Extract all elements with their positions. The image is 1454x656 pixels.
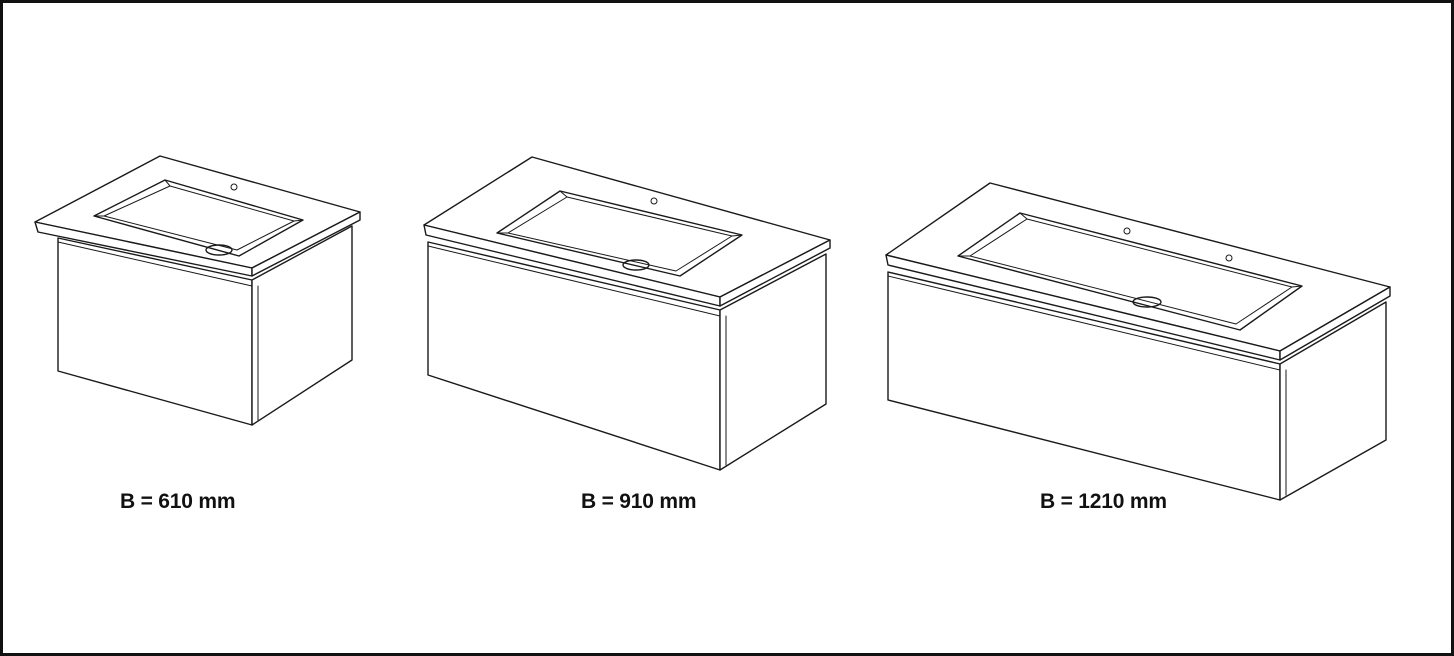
vanity-unit-610 xyxy=(34,155,361,426)
vanity-unit-910 xyxy=(423,156,831,471)
tap-hole-icon xyxy=(1225,254,1233,262)
width-label-910: B = 910 mm xyxy=(581,490,697,513)
drain-icon xyxy=(205,244,233,256)
countertop-side-edge xyxy=(719,239,831,307)
width-label-1210: B = 1210 mm xyxy=(1040,490,1167,513)
countertop-side-edge xyxy=(1279,286,1391,361)
drain-icon xyxy=(622,259,650,271)
tap-hole-icon xyxy=(230,183,238,191)
cabinet-side xyxy=(1279,301,1387,501)
handle-groove xyxy=(57,241,253,287)
tap-hole-icon xyxy=(650,197,658,205)
handle-groove xyxy=(427,245,721,317)
tap-hole-icon xyxy=(1123,227,1131,235)
drain-icon xyxy=(1132,296,1162,308)
handle-groove xyxy=(887,275,1281,371)
width-label-610: B = 610 mm xyxy=(120,490,236,513)
vanity-unit-1210 xyxy=(885,182,1391,501)
cabinet-side xyxy=(719,253,827,471)
cabinet-side xyxy=(251,225,353,426)
countertop-side-edge xyxy=(251,211,361,277)
